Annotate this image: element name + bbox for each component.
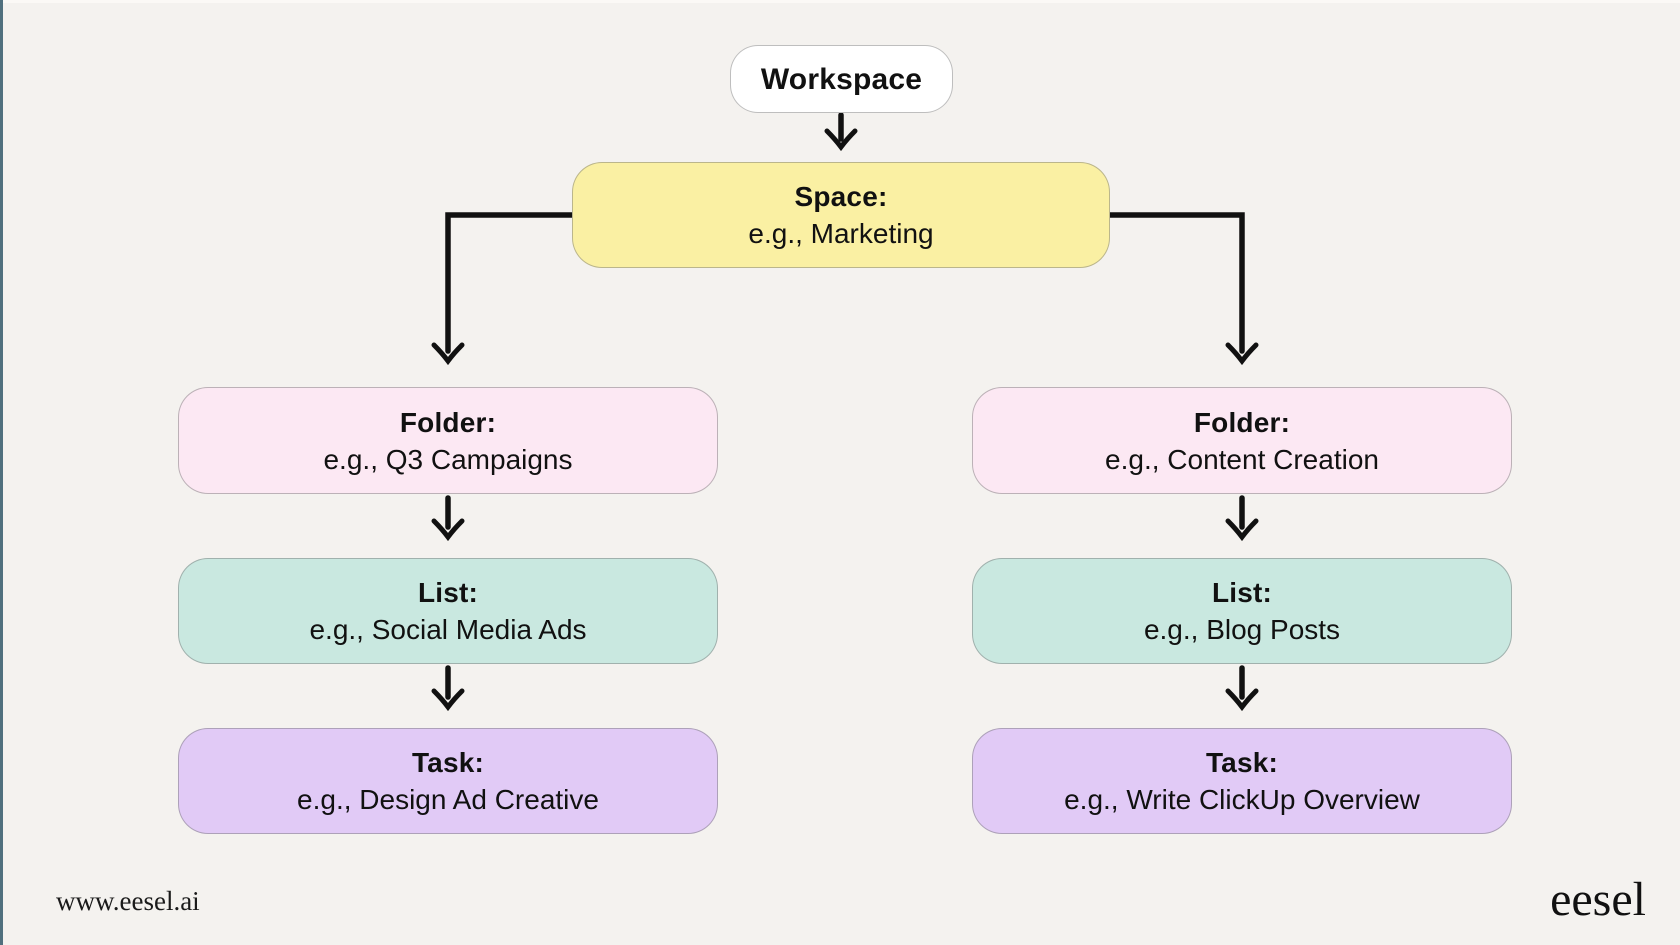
- node-task-left-example: e.g., Design Ad Creative: [297, 784, 599, 815]
- arrow-space-folder-right: [1107, 212, 1259, 366]
- node-space-label: Space:: [794, 181, 888, 212]
- node-folder-right: Folder: e.g., Content Creation: [972, 387, 1512, 494]
- node-folder-left: Folder: e.g., Q3 Campaigns: [178, 387, 718, 494]
- node-folder-right-example: e.g., Content Creation: [1105, 443, 1379, 475]
- node-task-left-label: Task:: [411, 747, 485, 778]
- node-list-left-example: e.g., Social Media Ads: [309, 614, 587, 645]
- node-list-right-label: List:: [1211, 577, 1273, 608]
- arrow-list-task-right: [1225, 665, 1259, 712]
- node-task-right-example: e.g., Write ClickUp Overview: [1064, 784, 1420, 815]
- node-list-right-example: e.g., Blog Posts: [1143, 614, 1341, 645]
- node-folder-right-label: Folder:: [1193, 406, 1291, 438]
- eesel-wordmark: eesel: [1550, 873, 1646, 926]
- node-space: Space: e.g., Marketing: [572, 162, 1110, 268]
- arrow-folder-list-left: [431, 495, 465, 542]
- node-folder-left-label: Folder:: [399, 406, 497, 438]
- node-workspace: Workspace: [730, 45, 953, 113]
- arrow-folder-list-right: [1225, 495, 1259, 542]
- left-edge-divider: [0, 0, 3, 945]
- node-list-right: List: e.g., Blog Posts: [972, 558, 1512, 664]
- arrow-space-folder-left: [431, 212, 575, 366]
- top-edge-divider: [0, 0, 1680, 3]
- node-list-left-label: List:: [417, 577, 479, 608]
- arrow-workspace-space: [824, 112, 858, 152]
- node-workspace-label: Workspace: [760, 62, 923, 96]
- arrow-list-task-left: [431, 665, 465, 712]
- node-task-left: Task: e.g., Design Ad Creative: [178, 728, 718, 834]
- node-task-right: Task: e.g., Write ClickUp Overview: [972, 728, 1512, 834]
- website-url: www.eesel.ai: [56, 886, 200, 916]
- node-space-example: e.g., Marketing: [748, 218, 934, 249]
- node-folder-left-example: e.g., Q3 Campaigns: [323, 443, 573, 475]
- node-task-right-label: Task:: [1205, 747, 1279, 778]
- node-list-left: List: e.g., Social Media Ads: [178, 558, 718, 664]
